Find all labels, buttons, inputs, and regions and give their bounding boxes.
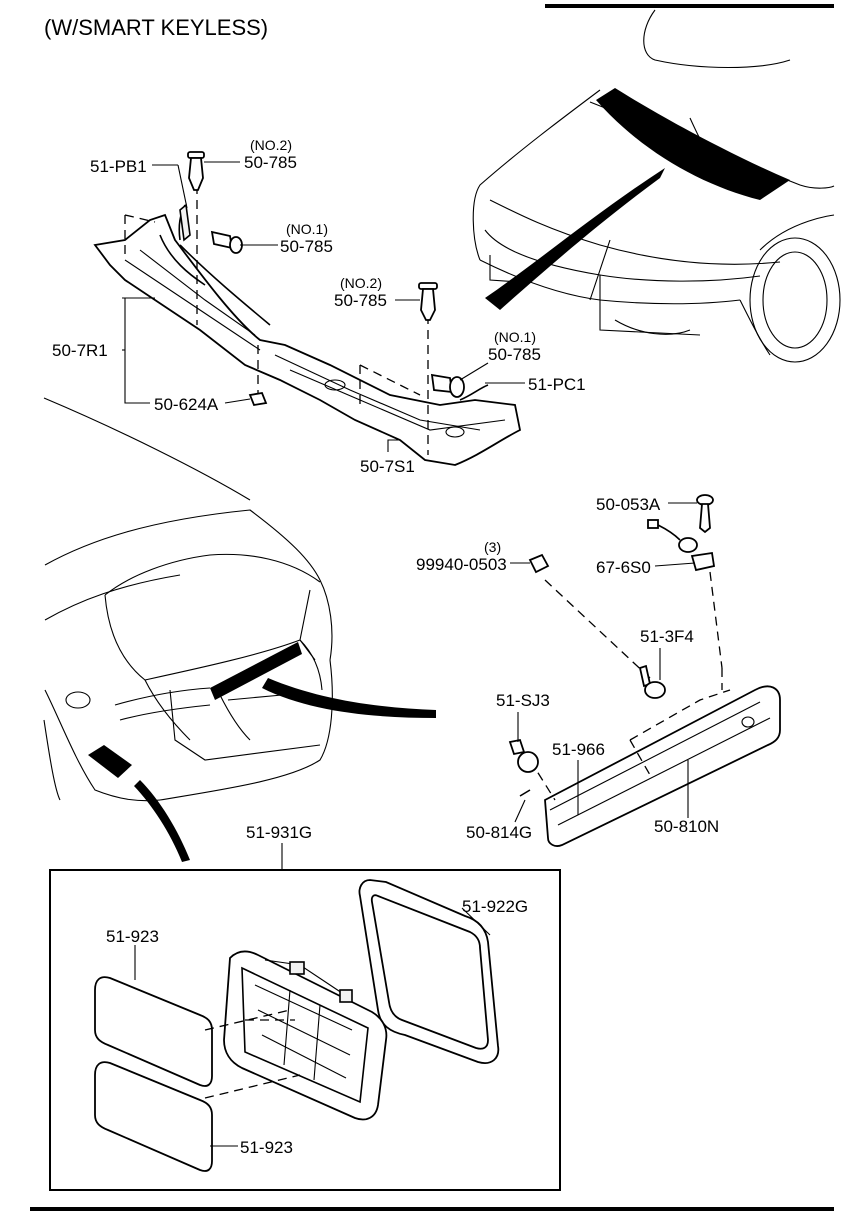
label-51966: 51-966 (552, 740, 605, 759)
clip-no2-top-part (187, 151, 205, 191)
label-99940: 99940-0503 (416, 555, 507, 574)
clip-no2-mid-part (418, 282, 438, 321)
inset-box (49, 869, 561, 1191)
bracket-50624a-part (248, 391, 268, 407)
inset-leaders (134, 907, 491, 1147)
rear-garnish-assembly (529, 571, 781, 847)
screw-513f4-part (638, 664, 666, 699)
label-50785-no1-top-qualifier: (NO.1) (286, 221, 328, 237)
label-676s0: 67-6S0 (596, 558, 651, 577)
label-51923-top: 51-923 (106, 927, 159, 946)
label-99940-qty: (3) (484, 539, 501, 555)
label-507r1: 50-7R1 (52, 341, 108, 360)
garnish-leaders (510, 502, 697, 823)
seal-51pb1-part (179, 203, 191, 242)
front-car-illustration (472, 9, 841, 363)
clip-no1-mid-part (430, 373, 489, 401)
label-50785-no2-mid: 50-785 (334, 291, 387, 310)
label-50785-no2-mid-qualifier: (NO.2) (340, 275, 382, 291)
label-51sj3: 51-SJ3 (496, 691, 550, 710)
label-50814g: 50-814G (466, 823, 532, 842)
cowl-leaders (122, 161, 525, 452)
label-51931g: 51-931G (246, 823, 312, 842)
clip-51sj3-part (508, 738, 539, 773)
page-title: (W/SMART KEYLESS) (44, 15, 268, 40)
screw-50053a-part (696, 494, 714, 534)
label-50810n: 50-810N (654, 817, 719, 836)
label-50053a: 50-053A (596, 495, 661, 514)
label-50624a: 50-624A (154, 395, 219, 414)
label-51923-bottom: 51-923 (240, 1138, 293, 1157)
pad-50814g-part (519, 789, 531, 797)
label-51pb1: 51-PB1 (90, 157, 147, 176)
rear-car-illustration (43, 397, 436, 862)
label-50785-no2-top: 50-785 (244, 153, 297, 172)
label-51pc1: 51-PC1 (528, 375, 586, 394)
label-50785-no2-top-qualifier: (NO.2) (250, 137, 292, 153)
clip-no1-top-part (210, 230, 243, 254)
label-507s1: 50-7S1 (360, 457, 415, 476)
nut-999400503-part (528, 553, 550, 574)
inset-parts (94, 879, 500, 1172)
label-50785-no1-mid-qualifier: (NO.1) (494, 329, 536, 345)
label-50785-no1-mid: 50-785 (488, 345, 541, 364)
switch-676s0-part (647, 519, 716, 572)
label-513f4: 51-3F4 (640, 627, 694, 646)
label-50785-no1-top: 50-785 (280, 237, 333, 256)
label-51922g: 51-922G (462, 897, 528, 916)
